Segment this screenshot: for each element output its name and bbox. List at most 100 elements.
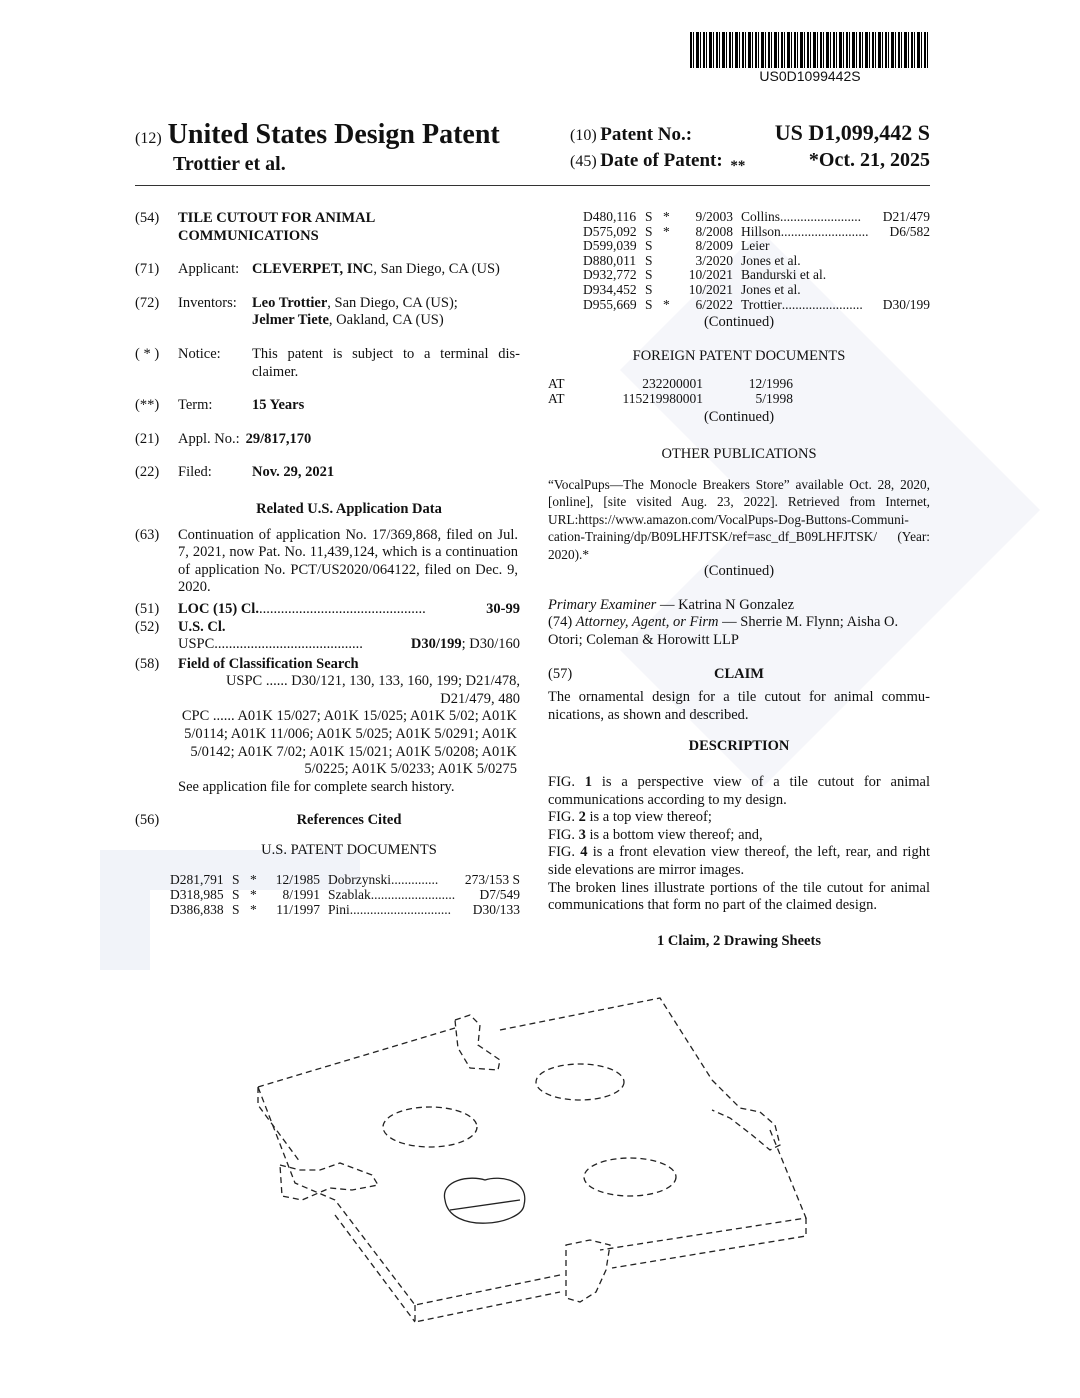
reference-row: D880,011 S 3/2020 Jones et al. <box>583 252 930 269</box>
field-52: (52)U.S. Cl. <box>135 619 520 637</box>
description-item: FIG. 4 is a front elevation view thereof… <box>548 844 930 879</box>
ref-date: 10/2021 <box>688 281 733 297</box>
inventor-short: Trottier et al. <box>173 153 286 175</box>
date-label: Date of Patent: <box>600 150 723 171</box>
code: ( * ) <box>135 345 160 362</box>
primary-examiner: Primary Examiner — Katrina N Gonzalez <box>548 597 930 615</box>
ref-k: S <box>645 281 653 297</box>
ref-date: 10/2021 <box>688 267 733 283</box>
ref-k: S <box>232 901 240 917</box>
doc-number: 232200001 <box>642 376 703 392</box>
ref-date: 8/1991 <box>282 886 320 902</box>
ref-class: D21/479 <box>882 209 930 224</box>
references-title: References Cited <box>296 812 402 829</box>
label: LOC (15) Cl. <box>178 600 259 617</box>
description-item: FIG. 2 is a top view thereof; <box>548 809 930 827</box>
ref-star <box>663 283 679 298</box>
label: Field of Classification Search <box>178 655 359 672</box>
barcode-number: US0D1099442S <box>759 68 861 84</box>
field-71: (71)Applicant:CLEVERPET, INC, San Diego,… <box>135 261 520 279</box>
field-58: (58) Field of Classification Search <box>135 656 520 674</box>
field-22: (22)Filed:Nov. 29, 2021 <box>135 464 520 482</box>
date-mark: ** <box>730 158 746 174</box>
fig-prefix: FIG. <box>548 844 581 861</box>
fig-prefix: FIG. <box>548 826 579 843</box>
applicant-location: , San Diego, CA (US) <box>373 261 500 278</box>
code: (72) <box>135 294 160 311</box>
continued-label: (Continued) <box>703 563 775 580</box>
ref-no: D318,985 <box>170 886 224 902</box>
fig-number: 2 <box>578 809 586 826</box>
label: Appl. No.: <box>178 430 240 447</box>
description-title: DESCRIPTION <box>688 738 790 755</box>
ref-star: * <box>250 871 257 887</box>
code: (58) <box>135 655 160 672</box>
uspc-main: D30/199 <box>410 636 462 653</box>
ref-no: D932,772 <box>583 267 637 283</box>
us-patent-docs-title: U.S. PATENT DOCUMENTS <box>261 842 437 859</box>
ref-k: S <box>645 252 653 268</box>
country: AT <box>548 376 565 392</box>
code: (56) <box>135 812 160 829</box>
code: (57) <box>548 665 573 682</box>
ref-star: * <box>663 209 670 224</box>
ref-name: Jones et al. <box>741 281 801 297</box>
search-note: See application file for complete search… <box>178 778 455 795</box>
leader-dots: ........................ <box>781 297 863 312</box>
header-divider <box>135 185 930 186</box>
ref-no: D599,039 <box>583 238 637 254</box>
label: Primary Examiner <box>548 596 657 613</box>
description-item: FIG. 3 is a bottom view thereof; and, <box>548 827 930 845</box>
label: USPC <box>178 636 215 653</box>
uspc-rest: ; D30/160 <box>461 636 520 653</box>
label: Inventors: <box>178 294 237 311</box>
ref-name: Bandurski et al. <box>741 267 827 283</box>
field-21: (21)Appl. No.:29/817,170 <box>135 431 520 449</box>
ref-name: Szablak <box>328 886 371 902</box>
ref-k: S <box>645 223 653 239</box>
ref-no: D934,452 <box>583 281 637 297</box>
ref-k: S <box>232 886 240 902</box>
code: (63) <box>135 526 160 543</box>
ref-star: * <box>250 886 257 902</box>
field-56: (56) References Cited <box>135 812 520 830</box>
ref-name: Jones et al. <box>741 252 801 268</box>
ref-date: 12/1985 <box>275 871 320 887</box>
leader-dots: .............................. <box>349 901 452 917</box>
ref-star <box>663 268 679 283</box>
ref-class: 273/153 S <box>464 871 520 887</box>
inventor-name: Jelmer Tiete <box>252 312 329 329</box>
ref-name: Dobrzynski <box>328 871 391 887</box>
leader-dots: .......................... <box>780 224 869 239</box>
patent-number: US D1,099,442 S <box>774 120 930 145</box>
claims-sheets: 1 Claim, 2 Drawing Sheets <box>657 932 821 949</box>
uspc-line: USPC ...................................… <box>135 636 520 654</box>
code: (54) <box>135 210 160 226</box>
ref-no: D955,669 <box>583 296 637 312</box>
field-54: (54)TILE CUTOUT FOR ANIMAL COMMUNICATION… <box>135 210 520 245</box>
country: AT <box>548 390 565 406</box>
notice: ( * )Notice:This patent is subject to a … <box>135 346 520 381</box>
ref-no: D880,011 <box>583 252 637 268</box>
search-uspc: USPC ...... D30/121, 130, 133, 160, 199;… <box>225 673 520 707</box>
ref-date: 3/2020 <box>695 252 733 268</box>
ref-class: D7/549 <box>479 886 521 902</box>
ref-class: D6/582 <box>889 223 931 239</box>
ref-k: S <box>645 296 653 312</box>
claim-text: The ornamental design for a tile cutout … <box>548 689 930 723</box>
label: Filed: <box>178 464 212 481</box>
fig-number: 3 <box>578 826 586 843</box>
ref-name: Trottier <box>741 296 782 312</box>
leader-dots: .............. <box>391 871 439 887</box>
attorney-names: — Sherrie M. Flynn; Aisha O. Otori; Cole… <box>548 614 899 648</box>
ref-no: D281,791 <box>170 871 224 887</box>
fig-text: is a bottom view thereof; and, <box>585 826 763 843</box>
leader-dots <box>769 239 930 254</box>
code: (22) <box>135 464 160 481</box>
claim-title: CLAIM <box>714 665 764 682</box>
